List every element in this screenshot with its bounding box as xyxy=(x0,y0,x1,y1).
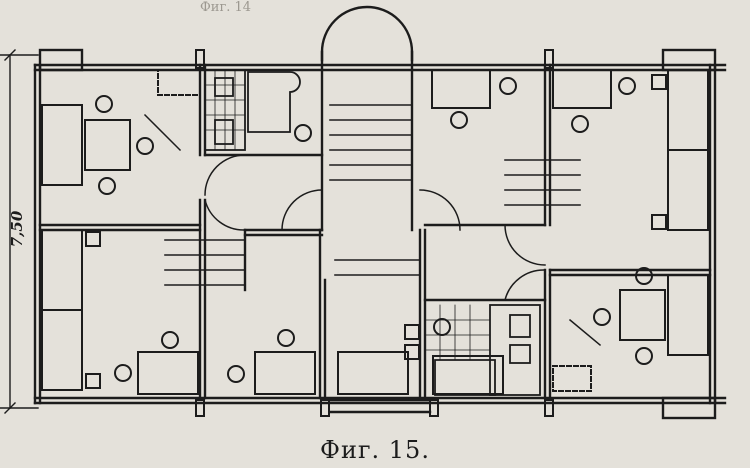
door-swings xyxy=(143,113,602,347)
balcony-bottom-right xyxy=(661,396,717,420)
tile-grid xyxy=(204,69,491,361)
column-stubs xyxy=(195,49,554,417)
balcony-top-left xyxy=(38,48,84,72)
figure-caption: Фиг. 15. xyxy=(320,436,430,464)
chairs xyxy=(95,77,653,383)
stair-treads xyxy=(164,104,581,286)
outer-walls xyxy=(33,63,727,405)
dimension-label: 7,50 xyxy=(8,210,26,248)
stair-tower xyxy=(320,5,414,232)
balcony-top-right xyxy=(661,48,717,72)
background-page-text: Фиг. 14 xyxy=(200,0,252,15)
bathroom-right xyxy=(434,304,541,396)
bathroom-left xyxy=(204,69,301,151)
dimension-line xyxy=(0,49,39,414)
furniture xyxy=(41,69,709,395)
interior-walls xyxy=(38,63,712,414)
